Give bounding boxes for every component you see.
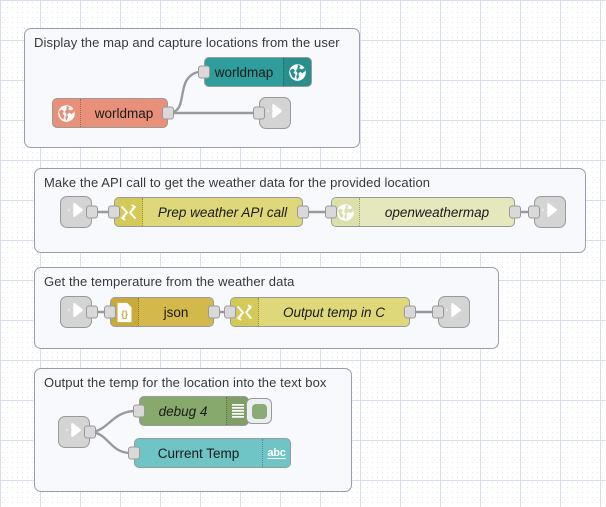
svg-text:{}: {}	[121, 308, 128, 318]
node-input-port[interactable]	[128, 446, 140, 460]
debug-icon	[226, 397, 248, 425]
node-input-port[interactable]	[108, 205, 120, 219]
node-label: json	[163, 304, 189, 320]
link-in-icon	[66, 300, 86, 325]
node-input-port[interactable]	[133, 404, 145, 418]
node-input-port[interactable]	[528, 205, 540, 219]
node-output-port[interactable]	[297, 205, 309, 219]
node-input-port[interactable]	[432, 305, 444, 319]
json-icon: {}	[111, 298, 139, 326]
node-output-port[interactable]	[84, 425, 96, 439]
node-json[interactable]: {} json	[104, 297, 220, 327]
link-out-icon	[265, 101, 285, 126]
node-output-port[interactable]	[86, 205, 98, 219]
change-icon	[115, 198, 143, 226]
group-label: Make the API call to get the weather dat…	[44, 175, 431, 190]
node-output-port[interactable]	[404, 305, 416, 319]
node-link-out-3[interactable]	[432, 296, 470, 328]
link-in-icon	[66, 200, 86, 225]
globe-icon	[283, 58, 311, 86]
node-label: worldmap	[214, 64, 274, 80]
node-input-port[interactable]	[104, 305, 116, 319]
node-output-port[interactable]	[162, 106, 174, 120]
node-output-port[interactable]	[208, 305, 220, 319]
group-display-map[interactable]: Display the map and capture locations fr…	[24, 28, 360, 148]
node-label: worldmap	[94, 105, 154, 121]
node-link-in-2[interactable]	[60, 196, 98, 228]
node-output-temp-in-c[interactable]: Output temp in C	[224, 297, 416, 327]
node-input-port[interactable]	[224, 305, 236, 319]
node-label: openweathermap	[384, 204, 490, 220]
debug-toggle-led	[251, 403, 267, 419]
group-label: Display the map and capture locations fr…	[34, 35, 340, 50]
node-prep-weather-api-call[interactable]: Prep weather API call	[108, 197, 309, 227]
node-label: Output temp in C	[282, 304, 386, 320]
globe-icon	[53, 99, 81, 127]
node-current-temp[interactable]: Current Temp abc	[128, 438, 291, 468]
node-output-port[interactable]	[86, 305, 98, 319]
node-link-out-1[interactable]	[253, 97, 291, 129]
node-link-out-2[interactable]	[528, 196, 566, 228]
abc-icon: abc	[262, 439, 290, 467]
node-output-port[interactable]	[509, 205, 521, 219]
node-input-port[interactable]	[253, 106, 265, 120]
node-debug-4[interactable]: debug 4	[133, 396, 272, 426]
group-label: Output the temp for the location into th…	[44, 375, 327, 390]
node-worldmap-input[interactable]: worldmap	[52, 98, 174, 128]
node-label: Current Temp	[157, 445, 240, 461]
debug-enable-toggle[interactable]	[246, 398, 272, 424]
link-out-icon	[540, 200, 560, 225]
node-link-in-4[interactable]	[58, 416, 96, 448]
node-input-port[interactable]	[198, 65, 210, 79]
link-out-icon	[444, 300, 464, 325]
node-label: Prep weather API call	[157, 204, 288, 220]
node-label: debug 4	[158, 403, 208, 419]
node-link-in-3[interactable]	[60, 296, 98, 328]
node-worldmap-display[interactable]: worldmap	[198, 57, 312, 87]
abc-icon-glyph: abc	[267, 447, 286, 459]
link-in-icon	[64, 420, 84, 445]
group-label: Get the temperature from the weather dat…	[44, 274, 295, 289]
node-input-port[interactable]	[325, 205, 337, 219]
node-openweathermap[interactable]: openweathermap	[325, 197, 521, 227]
